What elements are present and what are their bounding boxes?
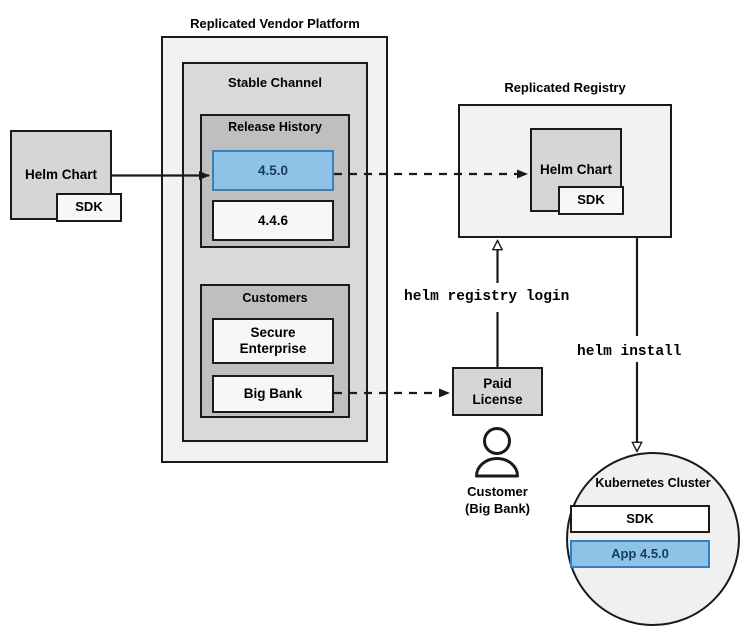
person-icon [475,427,519,478]
command-registry-login-label: helm registry login [404,289,570,305]
paid-license-line2: License [472,391,523,407]
registry-sdk-box[interactable]: SDK [558,186,624,215]
customers-title: Customers [242,291,308,305]
customer-actor-label-line1: Customer [467,484,528,499]
customer-actor-label-line2: (Big Bank) [465,501,530,516]
kubernetes-cluster-circle [566,452,740,626]
paid-license-box[interactable]: Paid License [452,367,543,416]
release-history-title: Release History [228,120,322,134]
customer-secure-enterprise-line2: Enterprise [239,341,307,356]
replicated-registry-title: Replicated Registry [504,80,626,95]
customer-secure-enterprise-line1: Secure [250,325,296,341]
kubernetes-cluster-title: Kubernetes Cluster [595,476,711,490]
release-item-4-4-6[interactable]: 4.4.6 [212,200,334,241]
cluster-component-sdk[interactable]: SDK [570,505,710,533]
stable-channel-title: Stable Channel [228,75,322,90]
command-helm-install-label: helm install [577,344,682,360]
release-item-4-5-0[interactable]: 4.5.0 [212,150,334,191]
customer-item-secure-enterprise[interactable]: Secure Enterprise [212,318,334,364]
paid-license-line1: Paid [483,375,512,391]
cluster-component-app[interactable]: App 4.5.0 [570,540,710,568]
source-helm-chart-sdk-box[interactable]: SDK [56,193,122,222]
vendor-platform-title: Replicated Vendor Platform [190,16,360,31]
customer-item-big-bank[interactable]: Big Bank [212,375,334,413]
